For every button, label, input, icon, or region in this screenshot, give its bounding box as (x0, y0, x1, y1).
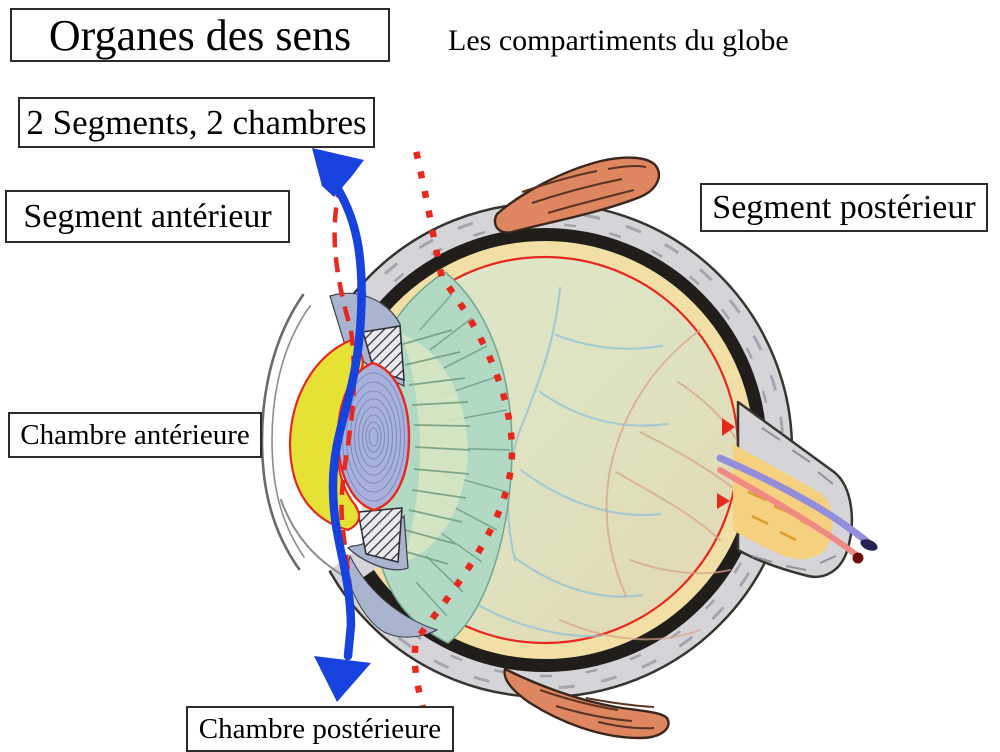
zonule-fibers (399, 329, 471, 565)
chambre-posterieure-box: Chambre postérieure (186, 706, 454, 752)
segment-anterieur-label: Segment antérieur (23, 197, 272, 235)
lens (336, 361, 411, 512)
cornea (260, 293, 347, 578)
chambre-anterieure-label: Chambre antérieure (20, 418, 250, 451)
chambre-anterieure-box: Chambre antérieure (8, 412, 262, 458)
segments-chambres-box: 2 Segments, 2 chambres (18, 97, 375, 148)
segment-posterieur-box: Segment postérieur (700, 183, 988, 232)
segment-posterieur-label: Segment postérieur (712, 188, 976, 226)
arrowhead-up (312, 148, 364, 197)
title-box: Organes des sens (10, 8, 390, 62)
aqueous-flow-arrow (312, 148, 371, 702)
page-title: Organes des sens (48, 10, 352, 60)
inferior-rectus-muscle (503, 667, 670, 740)
segment-anterieur-box: Segment antérieur (5, 190, 290, 243)
segments-chambres-label: 2 Segments, 2 chambres (26, 102, 367, 142)
subtitle: Les compartiments du globe (448, 24, 789, 57)
superior-rectus-muscle (493, 156, 661, 234)
flow-line-red-dashed (332, 182, 357, 653)
chambre-posterieure-label: Chambre postérieure (198, 712, 442, 745)
optic-nerve (716, 400, 878, 579)
arrowhead-down (314, 656, 371, 702)
